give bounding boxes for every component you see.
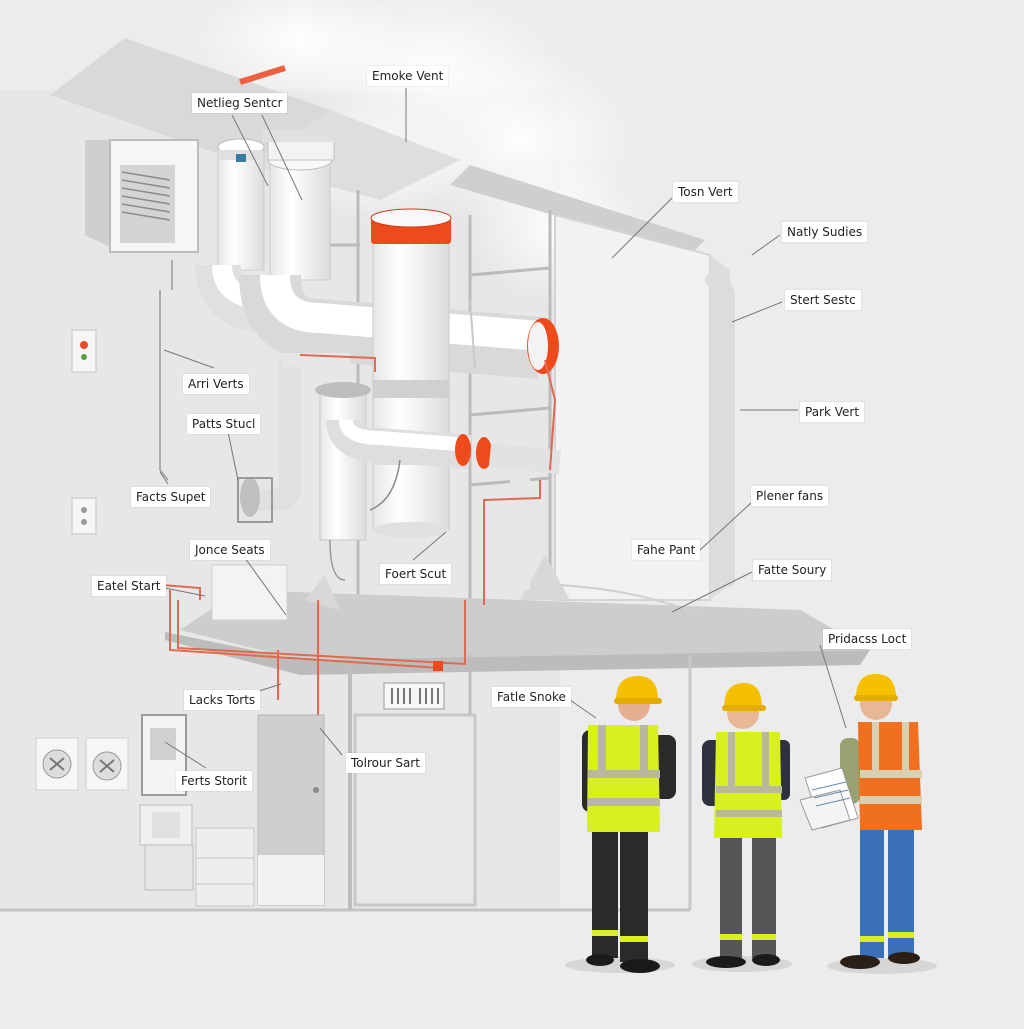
label-tolrour-sart: Tolrour Sart xyxy=(346,753,425,773)
label-fatte-soury: Fatte Soury xyxy=(753,560,832,580)
red-wiring xyxy=(161,354,557,720)
worker-middle xyxy=(702,683,790,968)
label-stert-sestc: Stert Sestc xyxy=(785,290,861,310)
roof-slab-left xyxy=(50,38,330,165)
smoke-vent-stack xyxy=(370,208,452,538)
label-plener-fans: Plener fans xyxy=(751,486,829,506)
label-natly-sudies: Natly Sudies xyxy=(782,222,868,242)
exhaust-pipe-center xyxy=(262,130,340,281)
label-netting-senter: Netlieg Sentcr xyxy=(192,93,288,113)
white-door xyxy=(353,713,477,907)
label-lacks-torts: Lacks Torts xyxy=(184,690,261,710)
label-tosn-vert: Tosn Vert xyxy=(673,182,738,202)
label-arri-verts: Arri Verts xyxy=(183,374,249,394)
worker-left xyxy=(582,676,676,973)
wall-vent-small xyxy=(383,682,445,710)
label-pridacss-loct: Pridacss Loct xyxy=(823,629,912,649)
platform xyxy=(180,590,870,660)
label-eatel-start: Eatel Start xyxy=(92,576,166,596)
equipment-cart xyxy=(139,804,255,907)
blueprint-document xyxy=(799,767,859,831)
label-ferts-storit: Ferts Storit xyxy=(176,771,252,791)
label-fahe-pant: Fahe Pant xyxy=(632,540,701,560)
label-jonce-seats: Jonce Seats xyxy=(190,540,270,560)
label-patts-stucl: Patts Stucl xyxy=(187,414,261,434)
wall-socket xyxy=(71,497,97,535)
wall-switch-panel xyxy=(71,329,97,373)
fan-icon-right xyxy=(85,737,129,791)
leader-lines xyxy=(159,88,847,769)
label-smoke-vent: Emoke Vent xyxy=(367,66,449,86)
lower-duct-assembly xyxy=(237,353,562,590)
label-fatle-snoke: Fatle Snoke xyxy=(492,687,571,707)
worker-right xyxy=(799,674,922,969)
label-foert-scut: Foert Scut xyxy=(380,564,452,584)
wall-grille xyxy=(85,139,199,253)
control-box xyxy=(211,564,288,621)
label-park-vert: Park Vert xyxy=(800,402,865,422)
label-facts-supet: Facts Supet xyxy=(131,487,211,507)
roof-slab-right xyxy=(450,165,705,255)
main-horizontal-duct xyxy=(239,273,559,379)
fan-icon-left xyxy=(35,737,79,791)
